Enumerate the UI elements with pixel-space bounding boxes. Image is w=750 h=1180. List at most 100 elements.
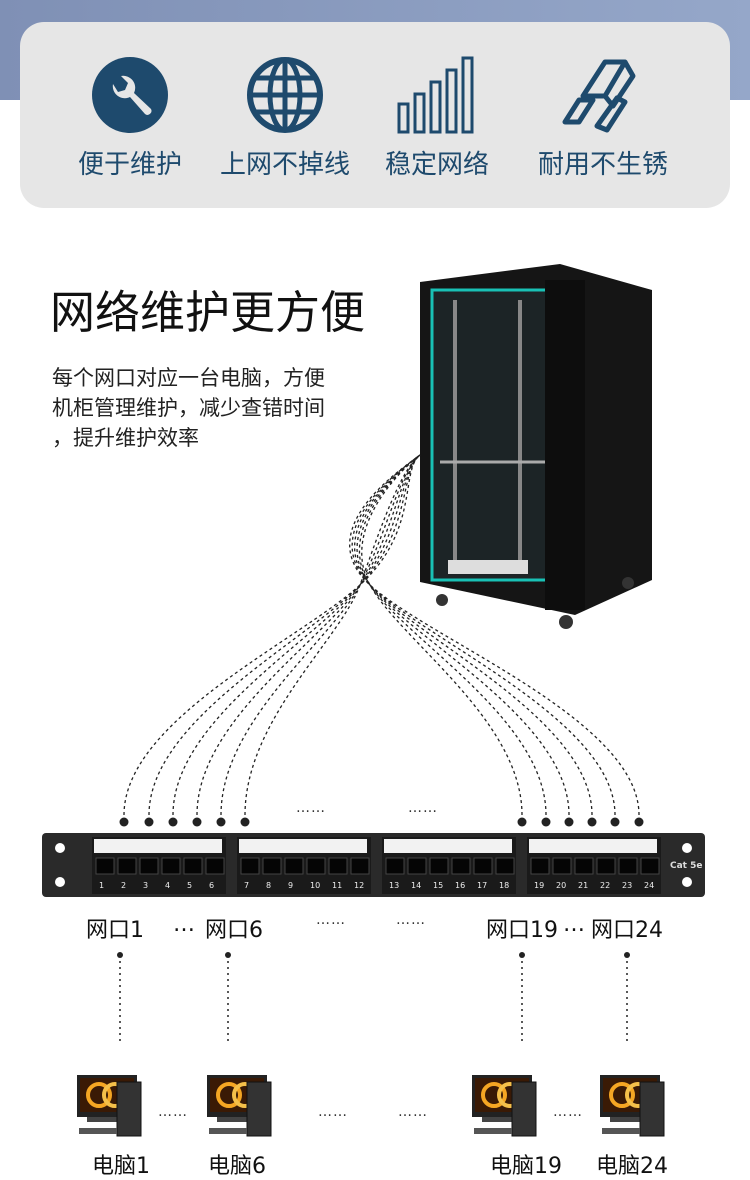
port-dot: [119, 817, 129, 827]
computer-icon: [207, 1075, 272, 1137]
label-strip: [529, 839, 657, 853]
port-number: 21: [578, 881, 589, 890]
port-number: 13: [389, 881, 400, 890]
port-dot: [587, 817, 597, 827]
port-number: 6: [209, 881, 215, 890]
port-number: 23: [622, 881, 633, 890]
port-number: 11: [332, 881, 343, 890]
description-line: 每个网口对应一台电脑，方便: [52, 366, 325, 390]
ellipsis: ……: [398, 1104, 428, 1120]
port-label: 网口19: [486, 918, 558, 943]
rj45-port[interactable]: [262, 857, 282, 875]
cable: [351, 454, 616, 816]
rj45-port[interactable]: [306, 857, 326, 875]
port-dot: [216, 817, 226, 827]
rj45-port[interactable]: [95, 857, 115, 875]
port-number: 5: [187, 881, 193, 890]
port-dot: [634, 817, 644, 827]
rj45-port[interactable]: [139, 857, 159, 875]
feature-label: 稳定网络: [384, 150, 489, 180]
rj45-port[interactable]: [596, 857, 616, 875]
port-number: 22: [600, 881, 611, 890]
port-label: 网口6: [205, 918, 263, 943]
port-number: 14: [411, 881, 422, 890]
port-number: 16: [455, 881, 466, 890]
port-number: 2: [121, 881, 127, 890]
cable: [361, 454, 523, 816]
ellipsis: ……: [296, 800, 326, 816]
port-number: 1: [99, 881, 105, 890]
ellipsis: ……: [316, 912, 346, 928]
port-number: 4: [165, 881, 171, 890]
port-number: 9: [288, 881, 294, 890]
label-strip: [94, 839, 222, 853]
cable: [172, 454, 421, 816]
computer-icon: [600, 1075, 665, 1137]
port-number: 8: [266, 881, 272, 890]
port-label: 网口1: [86, 918, 144, 943]
port-dot: [541, 817, 551, 827]
rj45-port[interactable]: [618, 857, 638, 875]
port-label: 网口24: [591, 918, 663, 943]
port-dots: [119, 817, 644, 827]
globe-icon: [247, 57, 323, 133]
cable: [220, 454, 421, 816]
rj45-port[interactable]: [328, 857, 348, 875]
link-endpoints: [117, 952, 630, 958]
description-line: ，提升维护效率: [52, 426, 199, 450]
rj45-port[interactable]: [240, 857, 260, 875]
label-strip: [239, 839, 367, 853]
cable: [244, 454, 421, 816]
ellipsis: ……: [318, 1104, 348, 1120]
ellipsis: …: [563, 912, 585, 937]
cable: [196, 454, 421, 816]
feature-label: 便于维护: [77, 150, 182, 180]
rj45-port[interactable]: [451, 857, 471, 875]
patch-panel: [42, 833, 705, 897]
cable: [349, 454, 640, 816]
port-dot: [192, 817, 202, 827]
network-cabinet: [420, 264, 652, 629]
ellipsis: ……: [396, 912, 426, 928]
computer-label: 电脑19: [490, 1154, 562, 1179]
port-number: 3: [143, 881, 149, 890]
rj45-port[interactable]: [350, 857, 370, 875]
computer-label: 电脑1: [92, 1154, 150, 1179]
ellipsis: ……: [408, 800, 438, 816]
ellipsis: ……: [158, 1104, 188, 1120]
rj45-port[interactable]: [640, 857, 660, 875]
port-dot: [144, 817, 154, 827]
port-number: 19: [534, 881, 545, 890]
metal-bars-icon: [562, 59, 636, 133]
page-title: 网络维护更方便: [50, 286, 366, 339]
port-number: 7: [244, 881, 250, 890]
rj45-port[interactable]: [495, 857, 515, 875]
computer-links: [119, 955, 628, 1045]
rj45-port[interactable]: [552, 857, 572, 875]
rj45-port[interactable]: [574, 857, 594, 875]
cable: [123, 454, 421, 816]
cable: [354, 454, 593, 816]
rj45-port[interactable]: [473, 857, 493, 875]
port-number: 20: [556, 881, 567, 890]
rj45-port[interactable]: [117, 857, 137, 875]
rj45-port[interactable]: [530, 857, 550, 875]
rj45-port[interactable]: [205, 857, 225, 875]
rj45-port[interactable]: [385, 857, 405, 875]
ellipsis: ……: [553, 1104, 583, 1120]
signal-bars-icon: [397, 56, 474, 134]
computer-label: 电脑24: [596, 1154, 668, 1179]
wrench-icon: [92, 57, 168, 133]
cable: [358, 454, 547, 816]
rj45-port[interactable]: [284, 857, 304, 875]
port-number: 15: [433, 881, 444, 890]
port-dot: [168, 817, 178, 827]
rj45-port[interactable]: [407, 857, 427, 875]
cable: [148, 454, 421, 816]
port-dot: [240, 817, 250, 827]
rj45-port[interactable]: [183, 857, 203, 875]
computer-label: 电脑6: [208, 1154, 266, 1179]
rj45-port[interactable]: [161, 857, 181, 875]
feature-label: 上网不掉线: [219, 150, 350, 180]
rj45-port[interactable]: [429, 857, 449, 875]
